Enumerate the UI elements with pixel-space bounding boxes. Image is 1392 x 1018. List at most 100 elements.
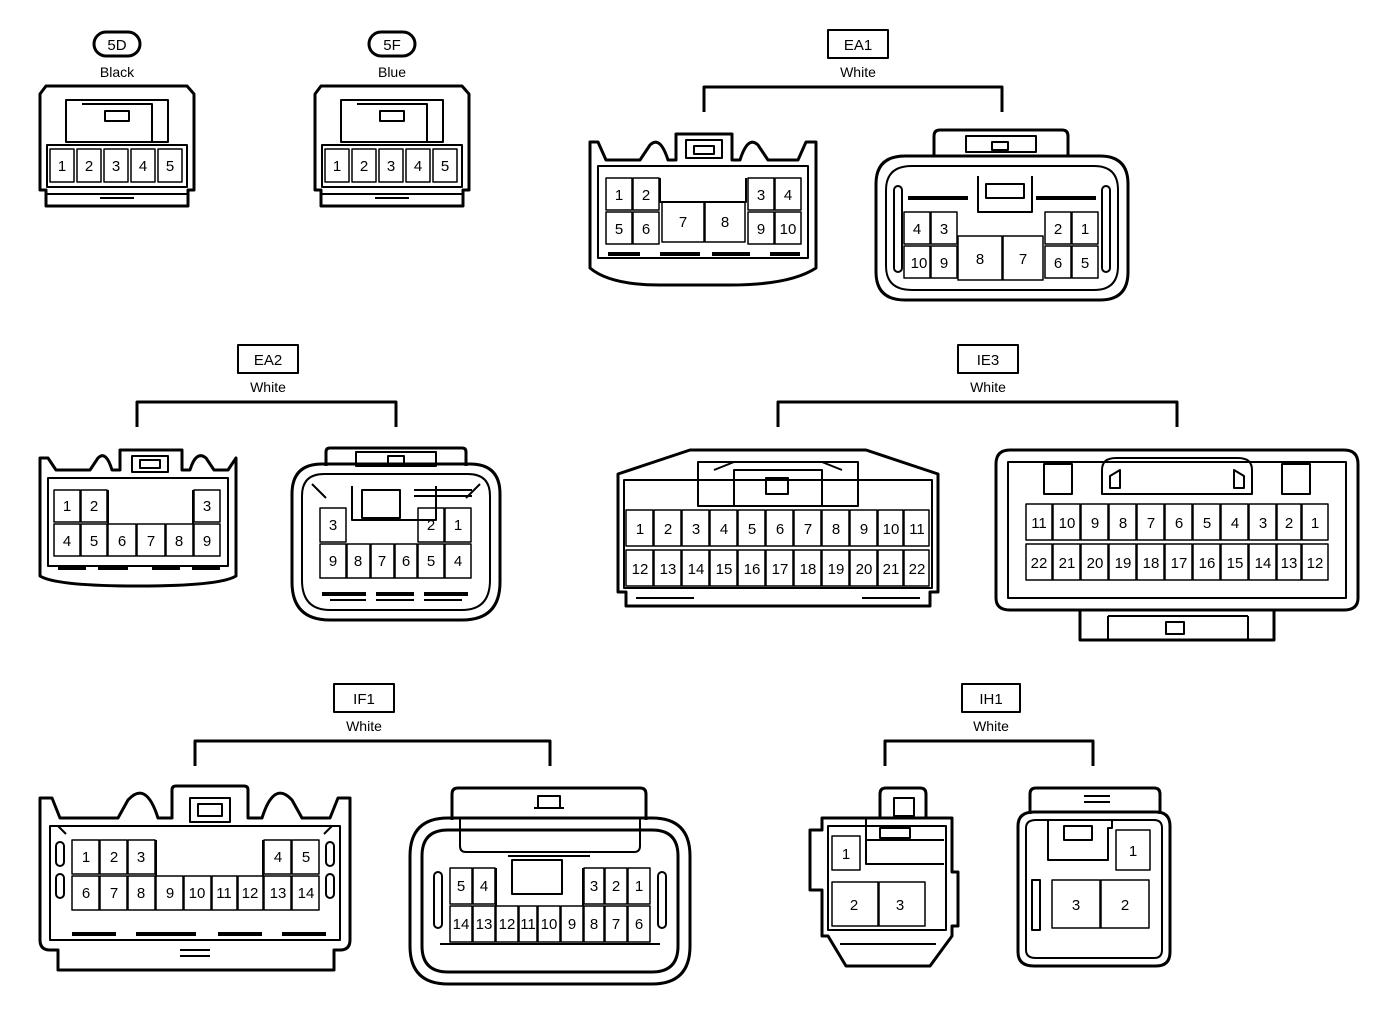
pairing-bracket <box>776 400 1179 427</box>
pin-label: 13 <box>270 885 287 902</box>
pairing-bracket <box>193 739 552 766</box>
connector-5F: 5F Blue 1 2 3 4 5 <box>313 30 471 208</box>
pin-label: 7 <box>1019 251 1027 268</box>
connector-housing <box>994 448 1360 642</box>
connector-id: 5F <box>383 37 401 54</box>
pin-label: 9 <box>203 533 211 550</box>
pin-label: 22 <box>909 561 926 578</box>
pin-label: 3 <box>137 849 145 866</box>
pin-label: 14 <box>298 885 315 902</box>
pin-label: 14 <box>453 916 470 933</box>
pin-label: 3 <box>329 517 337 534</box>
pin-label: 3 <box>203 498 211 515</box>
pin-label: 19 <box>828 561 845 578</box>
connector-EA1: EA1 White <box>588 29 1130 302</box>
pin-cells <box>71 839 320 911</box>
connector-housing <box>874 128 1130 302</box>
pin-label: 2 <box>1121 897 1129 914</box>
pin-label: 18 <box>1143 555 1160 572</box>
pin-label: 20 <box>856 561 873 578</box>
pin-label: 8 <box>832 521 840 538</box>
pin-label: 1 <box>58 158 66 175</box>
connector-color: White <box>346 718 382 734</box>
connector-housing <box>38 784 352 972</box>
connector-IE3: IE3 White 1 2 3 4 5 <box>616 344 1360 642</box>
pin-cells <box>605 177 802 245</box>
connector-EA1-right: 4 3 2 1 10 9 8 7 6 5 <box>874 128 1130 302</box>
pin-label: 3 <box>692 521 700 538</box>
pin-label: 4 <box>454 553 462 570</box>
pin-label: 11 <box>520 916 536 933</box>
connector-EA2: EA2 White <box>38 344 502 622</box>
connector-id: EA2 <box>254 352 282 369</box>
pin-label: 13 <box>660 561 677 578</box>
pin-label: 2 <box>110 849 118 866</box>
pin-label: 4 <box>1231 515 1239 532</box>
connector-id-badge <box>92 30 142 58</box>
pin-label: 8 <box>354 553 362 570</box>
pin-label: 5 <box>615 221 623 238</box>
pin-label: 12 <box>1307 555 1324 572</box>
pin-label: 2 <box>90 498 98 515</box>
pin-label: 7 <box>147 533 155 550</box>
pin-label: 4 <box>784 187 792 204</box>
pin-cells <box>49 148 183 183</box>
connector-housing <box>1016 786 1172 968</box>
connector-id-badge <box>237 344 299 374</box>
connector-housing <box>290 446 502 622</box>
pin-label: 11 <box>1031 515 1047 532</box>
pin-label: 6 <box>1054 255 1062 272</box>
pin-label: 2 <box>664 521 672 538</box>
pin-label: 1 <box>63 498 71 515</box>
pin-label: 5 <box>427 553 435 570</box>
pin-cells <box>449 867 651 943</box>
connector-5D: 5D Black 1 2 3 4 5 <box>38 30 196 208</box>
connector-color: White <box>970 379 1006 395</box>
connector-color: White <box>250 379 286 395</box>
pin-label: 7 <box>612 916 620 933</box>
connector-color: Blue <box>378 64 406 80</box>
pin-label: 2 <box>85 158 93 175</box>
pin-label: 3 <box>1072 897 1080 914</box>
pin-label: 4 <box>480 878 488 895</box>
pin-label: 7 <box>1147 515 1155 532</box>
pin-label: 14 <box>1255 555 1272 572</box>
pin-label: 10 <box>911 255 928 272</box>
pin-label: 7 <box>378 553 386 570</box>
pin-label: 1 <box>842 846 850 863</box>
pin-cells <box>319 507 472 579</box>
pin-label: 2 <box>612 878 620 895</box>
connector-id: IE3 <box>977 352 1000 369</box>
connector-EA2-right: 3 2 1 9 8 7 6 5 4 <box>290 446 502 622</box>
pin-label: 1 <box>1081 221 1089 238</box>
pairing-bracket <box>883 739 1095 766</box>
pin-label: 5 <box>1203 515 1211 532</box>
connector-EA2-left: 1 2 3 4 5 6 7 8 9 <box>38 448 238 588</box>
pin-label: 16 <box>1199 555 1216 572</box>
pin-label: 1 <box>1311 515 1319 532</box>
pin-label: 8 <box>590 916 598 933</box>
pin-label: 9 <box>568 916 576 933</box>
connector-color: Black <box>100 64 135 80</box>
pin-label: 15 <box>1227 555 1244 572</box>
pin-label: 9 <box>860 521 868 538</box>
pin-label: 9 <box>940 255 948 272</box>
pin-label: 4 <box>720 521 728 538</box>
pin-label: 15 <box>716 561 733 578</box>
connector-IF1-right: 5 4 3 2 1 14 13 12 11 10 9 8 7 6 <box>408 786 692 986</box>
connector-id-badge <box>957 344 1019 374</box>
pin-label: 4 <box>913 221 921 238</box>
pin-label: 11 <box>216 885 232 902</box>
pin-label: 12 <box>499 916 516 933</box>
pin-label: 7 <box>679 214 687 231</box>
connector-housing <box>588 132 818 287</box>
pin-cells <box>903 211 1099 281</box>
pairing-bracket <box>702 85 1004 112</box>
connector-housing <box>808 786 960 968</box>
connector-id-badge <box>333 683 395 713</box>
pin-label: 1 <box>454 517 462 534</box>
pin-label: 10 <box>780 221 797 238</box>
connector-housing <box>313 84 471 208</box>
pin-label: 2 <box>427 517 435 534</box>
pin-label: 12 <box>242 885 259 902</box>
